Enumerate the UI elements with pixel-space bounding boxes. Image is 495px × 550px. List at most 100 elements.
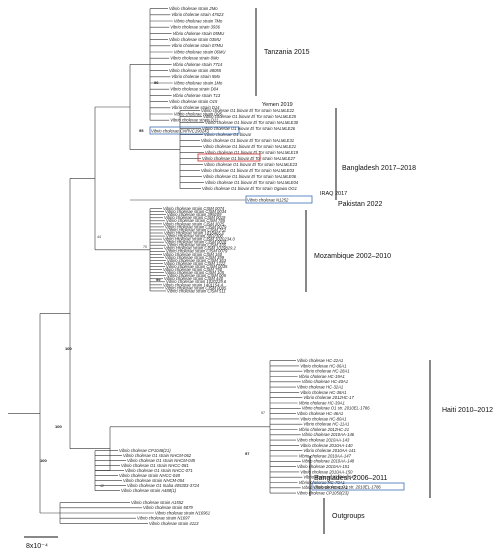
pakistan-highlight-box	[245, 195, 313, 204]
leaf-label: Vibrio cholerae strain CISM 0079	[166, 249, 228, 254]
bootstrap-label: 96	[154, 80, 159, 85]
leaf-label: Vibrio cholerae HC-40A1	[302, 379, 348, 384]
leaf-label: Vibrio cholerae strain 2Mo	[169, 6, 218, 11]
clade-label-bangladesh0611: Bangladesh 2006–2011	[314, 475, 388, 482]
leaf-label: Vibrio cholerae strain 7Mo	[174, 18, 223, 23]
leaf-label: Vibrio cholerae O1 biovar El Tor strain …	[201, 138, 294, 143]
leaf-label: Vibrio cholerae O1 biovar El Tor strain …	[201, 108, 295, 113]
leaf-label: Vibrio cholerae strain CISM 3075	[163, 221, 225, 226]
leaf-label: Vibrio cholerae HC-39A1	[299, 400, 345, 405]
leaf-label: Vibrio cholerae O1 biovar El Tor strain …	[202, 186, 297, 191]
leaf-label: Vibrio cholerae 2010AA-148	[302, 459, 355, 464]
leaf-label: Vibrio cholerae HC-70A1	[299, 480, 345, 485]
leaf-label: Vibrio cholerae strain CISM 005	[167, 273, 227, 278]
leaf-label: Vibrio cholerae strain O11	[170, 118, 218, 123]
leaf-label: Vibrio cholerae 2010AA-151	[297, 464, 349, 469]
leaf-label: Vibrio cholerae strain N1697	[137, 516, 190, 521]
haiti-highlight-box	[311, 482, 405, 491]
leaf-label: Vibrio cholerae strain 8Mo	[170, 56, 219, 61]
leaf-label: Vibrio cholerae strain 3936	[170, 25, 220, 30]
leaf-label: Vibrio cholerae strain D04	[170, 87, 219, 92]
leaf-label: Vibrio cholerae strain CISM 440	[164, 276, 224, 281]
leaf-label: Vibrio cholerae strain CISM 750	[163, 267, 223, 272]
clade-label-outgroups: Outgroups	[332, 513, 365, 520]
leaf-label: Vibrio cholerae strain 03MU	[169, 37, 222, 42]
leaf-label: Vibrio cholerae HC-80A1	[300, 416, 346, 421]
leaf-label: Vibrio cholerae strain 399209	[167, 212, 222, 217]
leaf-label: Vibrio cholerae O1 strain NHCM-045	[127, 458, 196, 463]
leaf-label: Vibrio cholerae strain 48055	[169, 68, 222, 73]
leaf-label: Vibrio cholerae O1 biovar El Tor strain …	[205, 120, 299, 125]
highlighted-leaf-label: Vibrio cholerae N1252	[247, 198, 289, 203]
leaf-label: Vibrio cholerae O1 strain NHCC-081	[121, 463, 189, 468]
leaf-label: Vibrio cholerae O1 biovar El Tor strain …	[205, 180, 299, 185]
leaf-label: Vibrio cholerae strain CISM 363	[167, 258, 227, 263]
highlighted-leaf-label: Vibrio cholerae CNRVC190243	[151, 129, 209, 134]
leaf-label: Vibrio cholerae strain 3002308	[166, 233, 223, 238]
leaf-label: Vibrio cholerae strain O15	[169, 99, 218, 104]
leaf-label: Vibrio cholerae O1 strain NHCM-062	[123, 453, 192, 458]
tanzania-highlight-box	[149, 126, 240, 135]
leaf-label: Vibrio cholerae O1 biovar	[204, 132, 252, 137]
leaf-label: Vibrio cholerae strain D14	[171, 105, 220, 110]
leaf-label: Vibrio cholerae O1 Inaba 405303-3724	[127, 483, 200, 488]
leaf-label: Vibrio cholerae strain CISM 1222	[164, 261, 226, 266]
clade-label-tanzania: Tanzania 2015	[264, 49, 310, 56]
leaf-label: Vibrio cholerae strain 47623	[171, 12, 224, 17]
bangladesh-highlight-box	[197, 153, 261, 162]
bootstrap-label: 97	[245, 451, 250, 456]
leaf-label: Vibrio cholerae strain T13	[173, 93, 221, 98]
leaf-label: Vibrio cholerae CP1048(21)	[119, 448, 171, 453]
leaf-label: Vibrio cholerae strain CISM 399	[165, 255, 225, 260]
leaf-label: Vibrio cholerae O1 biovar El Tor strain …	[202, 156, 296, 161]
leaf-label: Vibrio cholerae HC-32A1	[297, 385, 343, 390]
clade-label-mozambique: Mozambique 2002–2010	[314, 253, 391, 260]
leaf-label: Vibrio cholerae strain CISM 1020234.0	[163, 237, 236, 242]
clade-label-yemen: Yemen 2019	[262, 102, 293, 108]
leaf-label: Vibrio cholerae O1 biovar El Tor strain …	[203, 144, 296, 149]
bootstrap-label: 44	[97, 235, 101, 239]
clade-label-bangladesh1718: Bangladesh 2017–2018	[342, 165, 416, 172]
tree-branches	[8, 8, 303, 524]
leaf-label: Vibrio cholerae HC-11A1	[303, 422, 349, 427]
leaf-label: Vibrio cholerae strain D95	[174, 111, 223, 116]
leaf-label: Vibrio cholerae strain CISM 511	[167, 288, 226, 293]
leaf-label: Vibrio cholerae strain CISM 785	[166, 218, 226, 223]
leaf-label: Vibrio cholerae strain CISM 105	[165, 270, 225, 275]
bootstrap-label: 70	[143, 245, 147, 249]
leaf-label: Vibrio cholerae strain CISM 0074	[163, 206, 225, 211]
leaf-label: Vibrio cholerae 2010AA-146	[302, 432, 355, 437]
leaf-label: Vibrio cholerae strain A1552	[131, 500, 184, 505]
leaf-label: Vibrio cholerae strain 5879	[143, 505, 193, 510]
leaf-label: Vibrio cholerae strain 4113	[149, 521, 199, 526]
leaf-label: Vibrio cholerae HC-22A1	[297, 358, 343, 363]
leaf-label: Vibrio cholerae 2010AA-147	[299, 453, 352, 458]
leaf-label: Vibrio cholerae strain CISM 0005	[165, 285, 227, 290]
leaf-label: Vibrio cholerae 2010AA-143	[297, 438, 350, 443]
scale-label: 8x10⁻⁴	[26, 543, 48, 550]
clade-label-iraq: IRAQ 2017	[320, 191, 347, 197]
leaf-label: Vibrio cholerae strain 7714	[173, 62, 223, 67]
leaf-label: Vibrio cholerae strain 07MU	[171, 43, 224, 48]
leaf-label: Vibrio cholerae 2010AA-141	[303, 448, 355, 453]
leaf-label: Vibrio cholerae 2010AA-140	[300, 443, 353, 448]
leaf-label: Vibrio cholerae CP1050(23)	[297, 491, 349, 496]
bootstrap-label: 57	[261, 411, 265, 415]
leaf-label: Vibrio cholerae O1 biovar El Tor strain …	[204, 162, 298, 167]
leaf-label: Vibrio cholerae strain 1018465.0	[164, 230, 225, 235]
leaf-label: Vibrio cholerae HC-06A1	[300, 363, 346, 368]
leaf-label: Vibrio cholerae strain CISM 0079	[165, 224, 227, 229]
bootstrap-label: 100	[65, 346, 72, 351]
bootstrap-label: 42	[100, 484, 104, 488]
leaf-label: Vibrio cholerae strain CISM 1019829.2	[164, 246, 237, 251]
leaf-label: Vibrio cholerae 2012HC-17	[303, 395, 354, 400]
leaf-label: Vibrio cholerae O1 biovar El Tor strain …	[203, 114, 297, 119]
leaf-label: Vibrio cholerae strain 1Mo	[174, 80, 223, 85]
leaf-label: Vibrio cholerae strain 1401154.4	[163, 282, 224, 287]
bootstrap-label: 99	[156, 277, 161, 282]
leaf-label: Vibrio cholerae strain NHCC-048	[119, 473, 181, 478]
leaf-label: Vibrio cholerae O1 strain NHCC-071	[125, 468, 193, 473]
leaf-label: Vibrio cholerae HC-19A1	[299, 374, 345, 379]
leaf-label: Vibrio cholerae strain CISM 160	[163, 252, 223, 257]
